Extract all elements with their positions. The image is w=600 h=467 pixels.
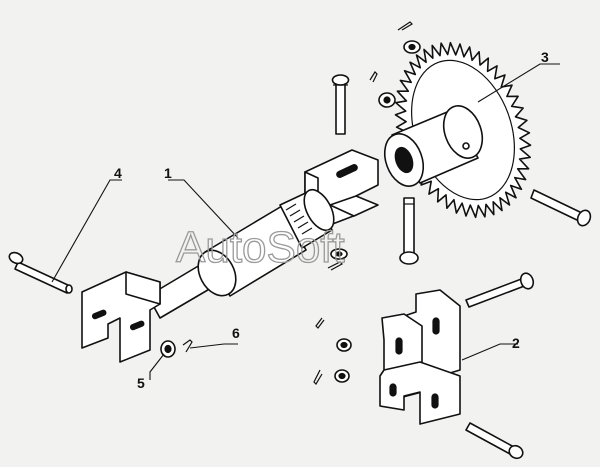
end-fork-left xyxy=(81,271,161,363)
callout-1: 1 xyxy=(164,165,172,181)
washer-part-5 xyxy=(160,340,176,358)
washer-lower xyxy=(327,248,348,271)
main-shaft xyxy=(147,188,335,319)
callout-6: 6 xyxy=(232,325,240,341)
callout-4: 4 xyxy=(114,165,122,181)
washer-mid xyxy=(369,71,396,108)
pin-lower-right xyxy=(465,422,524,460)
vertical-pin-bottom xyxy=(399,197,419,265)
long-pin-left xyxy=(8,251,73,294)
pin-upper-right xyxy=(465,272,535,308)
callout-3: 3 xyxy=(541,49,549,65)
sprocket-hub xyxy=(383,105,484,187)
washer-top xyxy=(397,21,421,54)
vertical-pin-top xyxy=(331,74,350,135)
bracket-plates xyxy=(379,289,461,425)
autosoft-watermark: AutoSoft xyxy=(176,223,345,272)
callout-5: 5 xyxy=(137,375,145,391)
leader-lines xyxy=(51,63,560,380)
split-pin-part-6 xyxy=(182,339,193,353)
callout-2: 2 xyxy=(512,335,520,351)
washers-part-2 xyxy=(313,317,352,385)
pin-gear-right xyxy=(530,189,592,227)
